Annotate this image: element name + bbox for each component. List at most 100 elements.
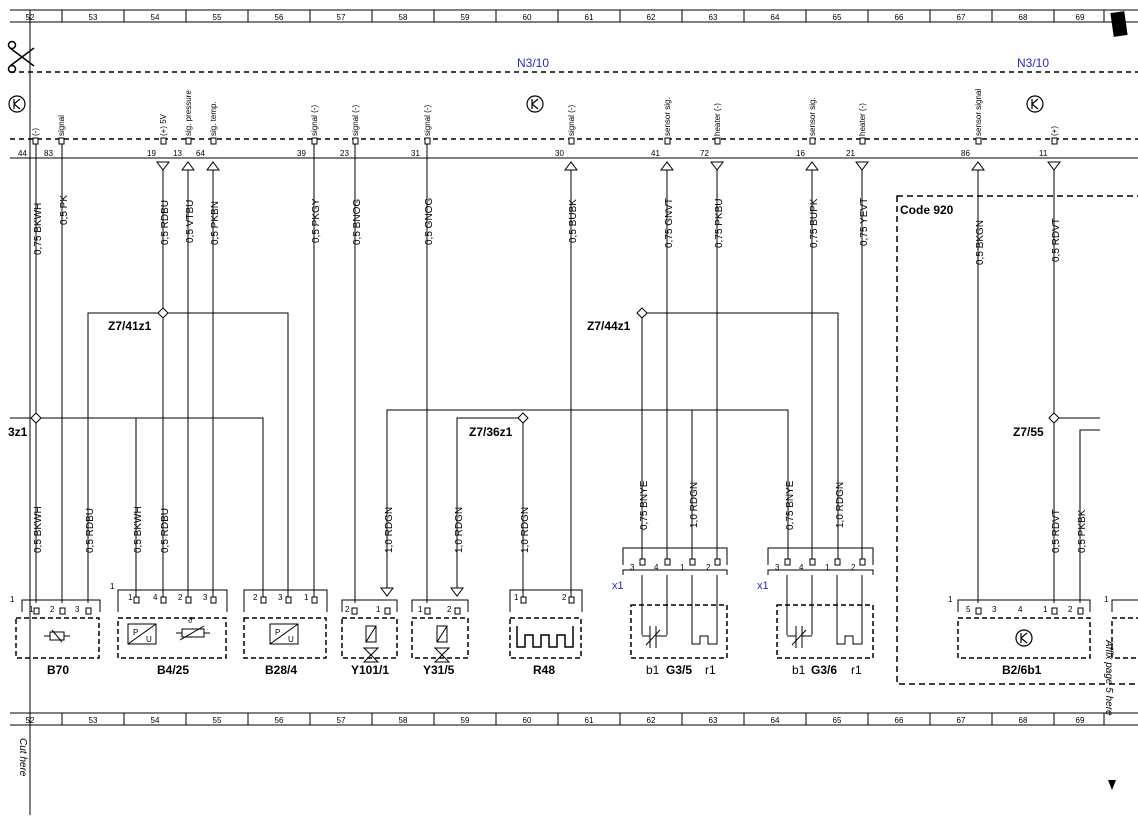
heater-icon	[836, 635, 863, 645]
component-g35: b1 G3/5 r1	[630, 604, 728, 677]
pin-21: 21 heater (-)	[846, 103, 867, 158]
ruler-num: 65	[833, 13, 842, 22]
bottom-ruler: 52 53 54 55 56 57 58 59 60 61 62 63 64 6…	[10, 712, 1138, 726]
pin-num: 72	[700, 149, 709, 158]
component-label: B70	[47, 663, 69, 677]
wire-label: 0,5 PKGY	[311, 198, 322, 243]
heater-icon	[691, 635, 718, 645]
affix-text: Affix page 5 here	[1103, 639, 1114, 716]
ruler-num: 68	[1019, 716, 1028, 725]
pin-86: 86 sensor signal	[961, 89, 983, 158]
code-920-label: Code 920	[900, 203, 954, 217]
solenoid-valve-icon	[433, 625, 451, 663]
pin-func: sig. pressure	[184, 90, 193, 136]
pin-83: 83 signal	[44, 115, 66, 158]
pin-num: 11	[1039, 149, 1048, 158]
component-label: G3/6	[811, 663, 837, 677]
ruler-num: 52	[26, 13, 35, 22]
transistor-icon	[1015, 629, 1033, 647]
ruler-num: 54	[151, 716, 160, 725]
component-partial-right: 1	[1104, 595, 1138, 659]
wire-label: 0,5 RDVT	[1051, 509, 1062, 553]
wire-label: 0,5 VTBU	[185, 200, 196, 243]
wire-label: 0,75 BNYE	[639, 480, 650, 530]
wire-label: 0,75 BKWH	[33, 203, 44, 255]
svg-text:U: U	[146, 635, 152, 644]
ruler-num: 59	[461, 13, 470, 22]
wire-label: 0,5 RDBU	[160, 508, 171, 553]
svg-text:2: 2	[253, 593, 258, 602]
splice-z744	[636, 307, 648, 319]
svg-text:3: 3	[630, 563, 635, 572]
unit-label-right: N3/10	[1017, 56, 1049, 70]
wire-label: 0,5 RDBU	[85, 508, 96, 553]
pin-func: sensor sig.	[663, 97, 672, 136]
component-label: R48	[533, 663, 555, 677]
splice-z736	[517, 412, 529, 424]
ruler-num: 65	[833, 716, 842, 725]
wire-label: 0,5 PK	[59, 195, 70, 225]
affix-arrow-icon	[1108, 780, 1116, 790]
svg-text:4: 4	[153, 593, 158, 602]
pin-num: 64	[196, 149, 205, 158]
wire-label: 0,5 PKBK	[1077, 509, 1088, 553]
ruler-num: 69	[1076, 13, 1085, 22]
pin-44: 44 (-)	[18, 128, 40, 158]
connector-label: x1	[757, 580, 769, 592]
wire-label: 1,0 RDGN	[454, 507, 465, 553]
ruler-num: 55	[213, 13, 222, 22]
svg-text:1: 1	[825, 563, 830, 572]
transistor-icon	[526, 95, 544, 113]
pin-64: 64 sig. temp.	[196, 101, 218, 158]
oxygen-sensor-icon	[642, 626, 667, 648]
top-ruler: 52 53 54 55 56 57 58 59 60 61 62 63 64 6…	[10, 9, 1138, 37]
ruler-num: 63	[709, 716, 718, 725]
svg-text:r1: r1	[705, 663, 716, 677]
top-ruler-ticks	[29, 10, 1105, 22]
svg-text:b1: b1	[792, 663, 806, 677]
ruler-num: 60	[523, 13, 532, 22]
wire-label: 0,75 GNVT	[664, 198, 675, 248]
ruler-num: 64	[771, 13, 780, 22]
pin-num: 30	[555, 149, 564, 158]
wire-label: 0,75 YEVT	[859, 198, 870, 246]
pin-num: 13	[173, 149, 182, 158]
ruler-num: 61	[585, 716, 594, 725]
component-label: G3/5	[666, 663, 692, 677]
wire-arrows	[156, 161, 1061, 597]
svg-text:r1: r1	[851, 663, 862, 677]
ruler-num: 67	[957, 716, 966, 725]
splice-label: Z7/41z1	[108, 319, 152, 333]
wire-label: 0,75 BUPK	[809, 198, 820, 248]
ruler-num: 68	[1019, 13, 1028, 22]
ruler-num: 57	[337, 716, 346, 725]
svg-text:3: 3	[75, 605, 80, 614]
ruler-num: 63	[709, 13, 718, 22]
ruler-num: 58	[399, 13, 408, 22]
svg-text:4: 4	[1018, 605, 1023, 614]
ruler-num: 53	[89, 716, 98, 725]
ruler-num: 69	[1076, 716, 1085, 725]
pin-func: signal	[57, 115, 66, 136]
pin-num: 31	[411, 149, 420, 158]
oxygen-sensor-icon	[787, 626, 812, 648]
svg-text:1: 1	[418, 605, 423, 614]
ruler-num: 53	[89, 13, 98, 22]
pin-func: sensor signal	[974, 89, 983, 136]
wire-label: 1,0 RDGN	[689, 482, 700, 528]
svg-text:1: 1	[948, 595, 953, 604]
wire-label: 0,5 RDBU	[160, 200, 171, 245]
svg-text:P: P	[275, 628, 280, 637]
ruler-num: 66	[895, 716, 904, 725]
wires	[10, 144, 1100, 603]
svg-text:4: 4	[799, 563, 804, 572]
pin-72: 72 heater (-)	[700, 103, 722, 158]
component-g36: b1 G3/6 r1	[776, 604, 874, 677]
pin-30: 30 signal (-)	[555, 105, 576, 158]
pin-31: 31 signal (-)	[411, 105, 432, 158]
svg-text:3: 3	[278, 593, 283, 602]
ruler-num: 57	[337, 13, 346, 22]
ruler-num: 64	[771, 716, 780, 725]
